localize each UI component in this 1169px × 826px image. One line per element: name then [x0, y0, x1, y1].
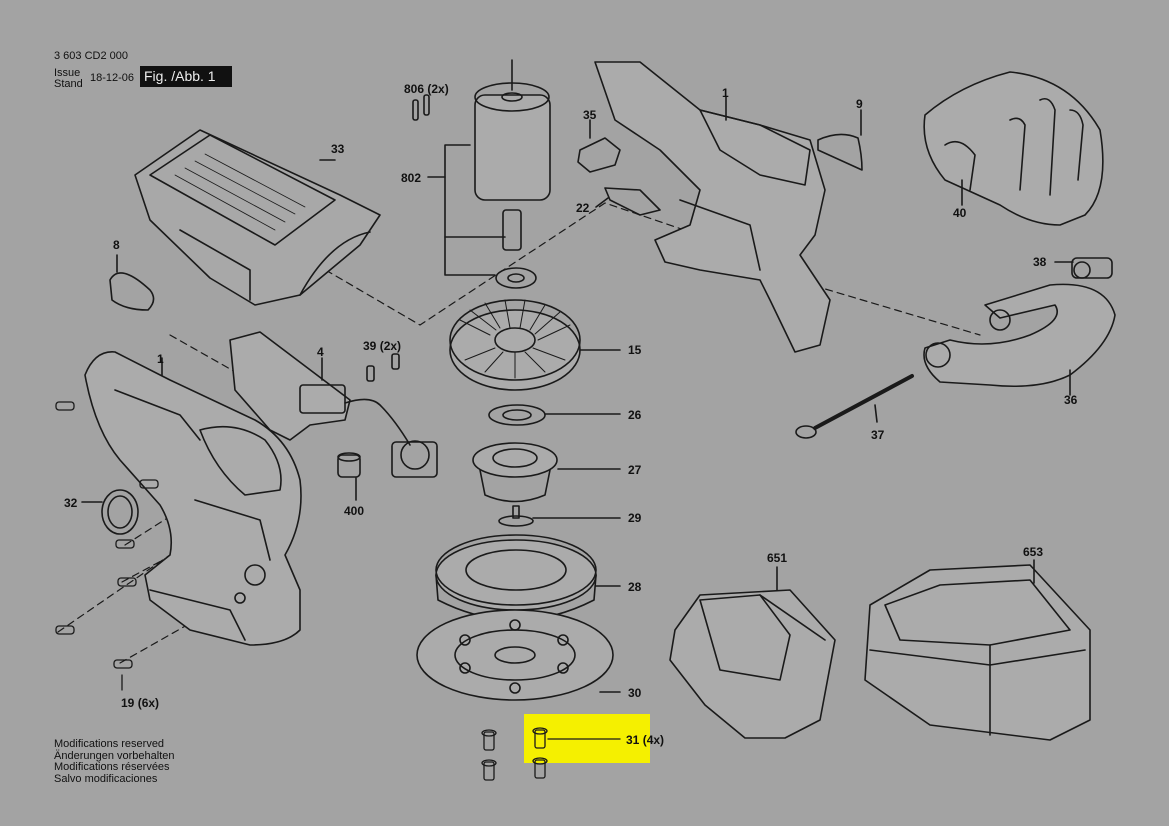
doc-number: 3 603 CD2 000 — [54, 50, 128, 62]
bracket-40 — [923, 71, 1104, 226]
disc-30 — [416, 609, 621, 701]
motor-802 — [427, 59, 551, 289]
part-label-1[interactable]: 1 — [722, 86, 729, 100]
notice-en: Modifications reserved — [54, 738, 165, 750]
part-label-15[interactable]: 15 — [628, 343, 642, 357]
screws-19 — [55, 401, 159, 691]
part-8 — [109, 272, 155, 311]
part-label-1-left[interactable]: 1 — [157, 352, 164, 366]
part-label-40[interactable]: 40 — [953, 206, 967, 220]
pins-806 — [412, 94, 430, 121]
part-38 — [1054, 257, 1113, 279]
part-label-26[interactable]: 26 — [628, 408, 642, 422]
modifications-notice: Modifications reserved Änderungen vorbeh… — [54, 738, 175, 785]
battery-651 — [669, 566, 836, 739]
dust-box-33 — [134, 129, 381, 306]
part-label-400[interactable]: 400 — [344, 504, 365, 518]
stand-label: Stand — [54, 78, 83, 90]
pad-28 — [435, 534, 621, 621]
part-label-33[interactable]: 33 — [331, 142, 345, 156]
washer-26 — [488, 404, 621, 426]
bushing-400 — [337, 452, 361, 501]
issue-date: 18-12-06 — [90, 72, 135, 84]
electronics-4 — [229, 331, 438, 478]
part-label-35[interactable]: 35 — [583, 108, 597, 122]
part-label-28[interactable]: 28 — [628, 580, 642, 594]
part-label-32[interactable]: 32 — [64, 496, 78, 510]
handle-36 — [923, 283, 1116, 396]
part-22 — [604, 187, 661, 216]
bolt-37 — [795, 374, 914, 439]
part-label-30[interactable]: 30 — [628, 686, 642, 700]
notice-de: Änderungen vorbehalten — [54, 749, 175, 762]
part-label-19[interactable]: 19 (6x) — [121, 696, 160, 710]
figure-label: Fig. /Abb. 1 — [140, 66, 232, 87]
part-label-27[interactable]: 27 — [628, 463, 642, 477]
part-label-39[interactable]: 39 (2x) — [363, 339, 402, 353]
screw-29 — [498, 505, 621, 527]
ring-32 — [101, 489, 139, 535]
part-label-802[interactable]: 802 — [401, 171, 422, 185]
part-label-37[interactable]: 37 — [871, 428, 885, 442]
notice-es: Salvo modificaciones — [54, 772, 158, 785]
part-label-29[interactable]: 29 — [628, 511, 642, 525]
part-35 — [577, 137, 621, 173]
pins-39 — [366, 353, 400, 382]
charger-653 — [864, 559, 1091, 741]
part-label-653[interactable]: 653 — [1023, 545, 1044, 559]
bearing-27 — [472, 442, 621, 503]
part-label-4[interactable]: 4 — [317, 345, 324, 359]
part-label-806[interactable]: 806 (2x) — [404, 82, 449, 96]
part-label-651[interactable]: 651 — [767, 551, 788, 565]
housing-half-1-left — [84, 351, 302, 646]
notice-fr: Modifications réservées — [54, 761, 170, 773]
part-label-8[interactable]: 8 — [113, 238, 120, 252]
part-label-31[interactable]: 31 (4x) — [626, 733, 665, 747]
part-label-38[interactable]: 38 — [1033, 255, 1047, 269]
part-9 — [817, 133, 863, 171]
screws-31 — [481, 727, 621, 781]
part-label-9[interactable]: 9 — [856, 97, 863, 111]
part-label-22[interactable]: 22 — [576, 201, 590, 215]
housing-half-1 — [594, 61, 831, 353]
fan-15 — [449, 299, 621, 391]
part-label-36[interactable]: 36 — [1064, 393, 1078, 407]
issue-label: Issue — [54, 67, 81, 79]
